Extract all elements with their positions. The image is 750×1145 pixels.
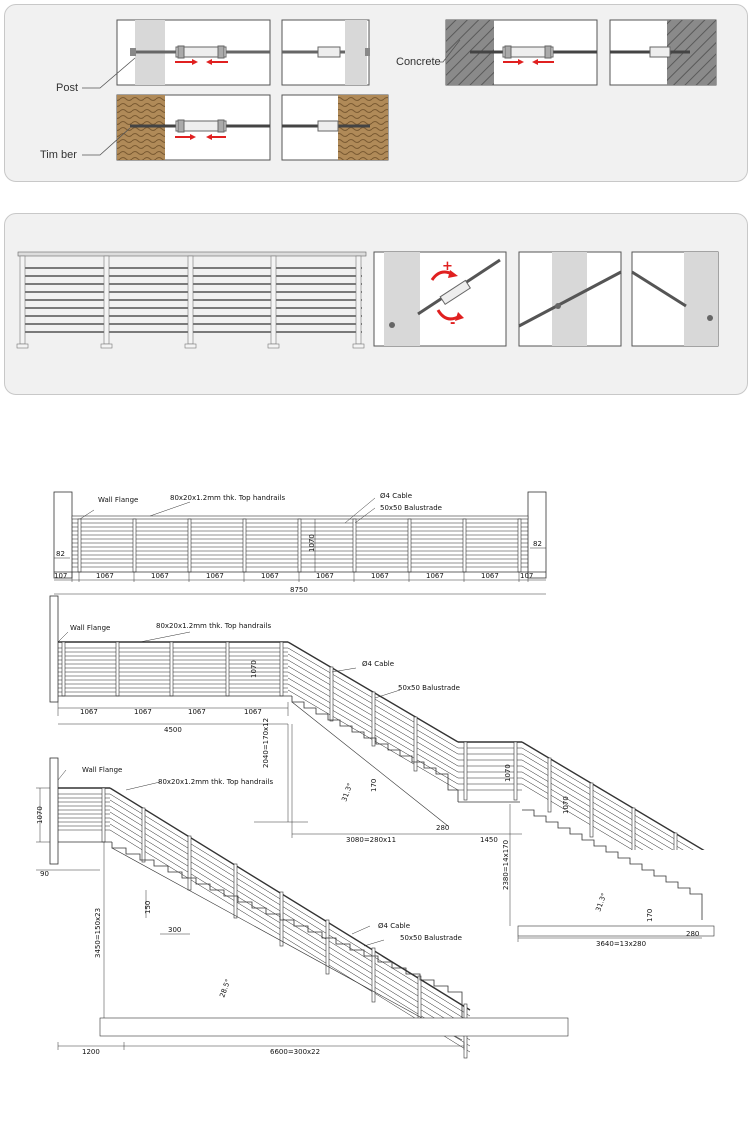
d2-rise1: 2040=170x12 bbox=[262, 718, 270, 768]
d3-handrail: 80x20x1.2mm thk. Top handrails bbox=[158, 778, 273, 786]
d2-step-w2: 280 bbox=[686, 930, 699, 938]
d3-run: 6600=300x22 bbox=[270, 1048, 320, 1056]
d1-end-right: 82 bbox=[533, 540, 542, 548]
timber-fitting-box-1 bbox=[116, 94, 271, 161]
post-fitting-box-1 bbox=[116, 19, 271, 86]
post-fitting-box-2 bbox=[281, 19, 370, 86]
d1-span: 1067 bbox=[316, 572, 334, 580]
d2-total: 4500 bbox=[164, 726, 182, 734]
d3-rise: 3450=150x23 bbox=[94, 908, 102, 958]
d3-flange: 90 bbox=[40, 870, 49, 878]
d2-step-h2: 170 bbox=[646, 909, 654, 922]
d3-step-h: 150 bbox=[144, 901, 152, 914]
post-types-illustration: Post Tim ber Concrete bbox=[40, 19, 717, 161]
d3-wall-flange: Wall Flange bbox=[82, 766, 122, 774]
d2-balustrade: 50x50 Balustrade bbox=[398, 684, 460, 692]
d2-span: 1067 bbox=[80, 708, 98, 716]
d2-wall-flange: Wall Flange bbox=[70, 624, 110, 632]
d2-cable: Ø4 Cable bbox=[362, 660, 394, 668]
d2-height2: 1070 bbox=[504, 764, 512, 782]
d1-span: 1067 bbox=[96, 572, 114, 580]
d2-height: 1070 bbox=[250, 660, 258, 678]
diagonal-cable-box-1 bbox=[518, 251, 622, 347]
d1-span: 1067 bbox=[261, 572, 279, 580]
d2-handrail: 80x20x1.2mm thk. Top handrails bbox=[156, 622, 271, 630]
label-concrete: Concrete bbox=[396, 56, 441, 68]
tension-minus: - bbox=[450, 316, 455, 331]
tension-plus: + bbox=[442, 259, 453, 274]
d1-handrail: 80x20x1.2mm thk. Top handrails bbox=[170, 494, 285, 502]
d3-height: 1070 bbox=[36, 806, 44, 824]
tensioner-box: + - bbox=[373, 251, 507, 347]
concrete-fitting-box-1 bbox=[445, 19, 598, 86]
d2-span: 1067 bbox=[134, 708, 152, 716]
timber-fitting-box-2 bbox=[281, 94, 389, 161]
d1-balustrade: 50x50 Balustrade bbox=[380, 504, 442, 512]
d1-height: 1070 bbox=[308, 534, 316, 552]
d2-angle2: 31.3° bbox=[594, 892, 608, 913]
d2-span: 1067 bbox=[188, 708, 206, 716]
d1-seg-right: 107 bbox=[520, 572, 533, 580]
d2-span-labels: 1067 1067 1067 1067 bbox=[80, 708, 262, 716]
label-timber: Tim ber bbox=[40, 149, 77, 161]
d1-wall-flange: Wall Flange bbox=[98, 496, 138, 504]
d1-span: 1067 bbox=[426, 572, 444, 580]
d1-span: 1067 bbox=[481, 572, 499, 580]
concrete-fitting-box-2 bbox=[609, 19, 717, 86]
d3-balustrade: 50x50 Balustrade bbox=[400, 934, 462, 942]
d3-angle: 28.5° bbox=[218, 978, 232, 999]
d2-height3: 1070 bbox=[562, 796, 570, 814]
d1-span: 1067 bbox=[371, 572, 389, 580]
level-balustrade-drawing: Wall Flange 80x20x1.2mm thk. Top handrai… bbox=[53, 491, 547, 595]
d2-step-h1: 170 bbox=[370, 779, 378, 792]
d3-step-w: 300 bbox=[168, 926, 181, 934]
railing-elevation bbox=[16, 251, 367, 349]
d1-total: 8750 bbox=[290, 586, 308, 594]
d2-landing: 1450 bbox=[480, 836, 498, 844]
d1-end-left: 82 bbox=[56, 550, 65, 558]
d1-span: 1067 bbox=[151, 572, 169, 580]
cable-tension-illustration: + - bbox=[16, 251, 719, 349]
d1-cable: Ø4 Cable bbox=[380, 492, 412, 500]
d2-run1: 3080=280x11 bbox=[346, 836, 396, 844]
long-stair-drawing: 2380=14x170 31.3° 170 280 3640=13x280 bbox=[36, 757, 715, 1059]
d2-run2: 3640=13x280 bbox=[596, 940, 646, 948]
stair-landing-drawing: Wall Flange 80x20x1.2mm thk. Top handrai… bbox=[49, 595, 705, 850]
d1-seg-left: 107 bbox=[54, 572, 67, 580]
diagonal-cable-box-2 bbox=[631, 251, 719, 347]
d2-step-w1: 280 bbox=[436, 824, 449, 832]
d2-rise2: 2380=14x170 bbox=[502, 840, 510, 890]
d3-cable: Ø4 Cable bbox=[378, 922, 410, 930]
d3-landing: 1200 bbox=[82, 1048, 100, 1056]
d1-span: 1067 bbox=[206, 572, 224, 580]
label-post: Post bbox=[56, 82, 78, 94]
d2-span: 1067 bbox=[244, 708, 262, 716]
d1-span-labels: 1067 1067 1067 1067 1067 1067 1067 1067 bbox=[96, 572, 499, 580]
